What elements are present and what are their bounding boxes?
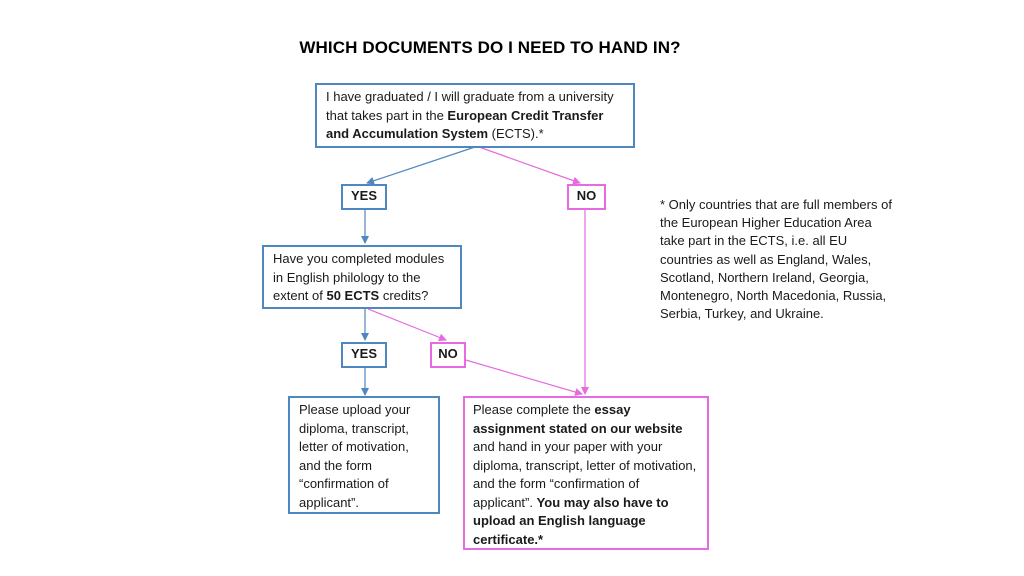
question-text: Have you completed modules in English ph… — [273, 251, 445, 303]
no-label-1: NO — [567, 184, 606, 210]
no-label-2: NO — [430, 342, 466, 368]
yes-label-2: YES — [341, 342, 387, 368]
question-box: Have you completed modules in English ph… — [262, 245, 462, 309]
essay-text-bold: essay assignment stated on our website — [473, 402, 683, 436]
question-text-end: credits? — [379, 288, 429, 303]
edge-start-to-no — [478, 146, 581, 185]
essay-text: Please complete the — [473, 402, 595, 417]
start-text-bold: European Credit Transfer and Accumulatio… — [326, 107, 604, 142]
edge-start-to-yes — [366, 146, 476, 185]
upload-documents-box: Please upload your diploma, transcript, … — [288, 396, 440, 514]
yes-label-1: YES — [341, 184, 387, 210]
start-text-end: (ECTS).* — [488, 126, 544, 141]
edge-question-to-no — [367, 308, 447, 342]
essay-text-bold-end: You may also have to upload an English l… — [473, 494, 669, 547]
footnote: * Only countries that are full members o… — [660, 197, 892, 322]
start-text: I have graduated / I will graduate from … — [326, 89, 614, 123]
diagram-title: WHICH DOCUMENTS DO I NEED TO HAND IN? — [299, 38, 681, 57]
question-text-bold: 50 ECTS — [326, 288, 380, 303]
start-condition-box: I have graduated / I will graduate from … — [315, 83, 635, 148]
essay-assignment-box: Please complete the essay assignment sta… — [463, 396, 709, 550]
essay-text-mid: and hand in your paper with your diploma… — [473, 439, 697, 510]
edge-no-to-essay-2 — [451, 355, 583, 396]
